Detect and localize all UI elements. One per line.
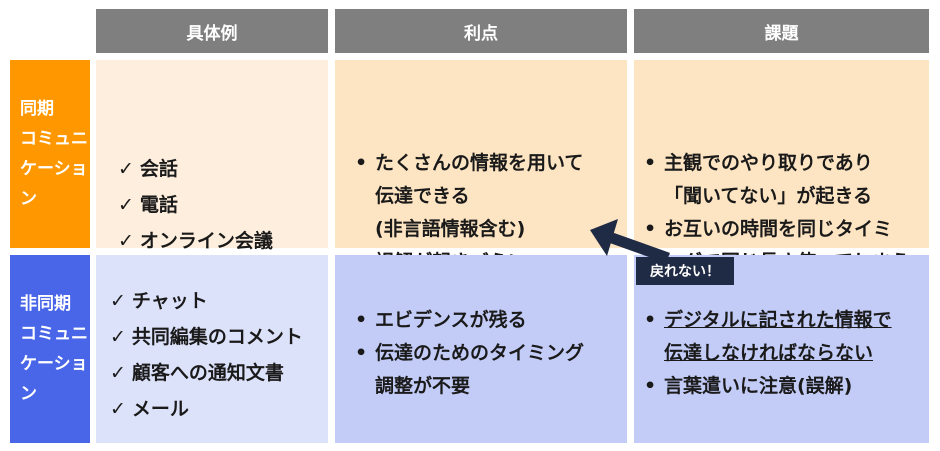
callout-cannot-go-back: 戻れない！ xyxy=(636,257,734,285)
async-advantages-cell: エビデンスが残る 伝達のためのタイミング 調整が不要 xyxy=(335,255,627,443)
advantage-line: 伝達できる xyxy=(375,185,470,207)
row-label-async-line: 非同期 xyxy=(20,294,71,314)
issue-line: 伝達しなければならない xyxy=(664,342,874,364)
advantage-line: エビデンスが残る xyxy=(375,309,527,331)
row-label-sync-line: 同期 xyxy=(20,99,54,119)
row-label-async-line: ケーション xyxy=(20,354,88,404)
header-issues: 課題 xyxy=(634,9,929,53)
issue-line: 「聞いてない」が起きる xyxy=(664,185,873,207)
advantage-item: 伝達のためのタイミング 調整が不要 xyxy=(353,337,627,403)
example-item: 共同編集のコメント xyxy=(110,319,328,355)
sync-examples-cell: 会話 電話 オンライン会議 xyxy=(96,60,328,252)
async-examples-cell: チャット 共同編集のコメント 顧客への通知文書 メール xyxy=(96,255,328,443)
advantage-line: たくさんの情報を用いて xyxy=(375,152,584,174)
header-advantages: 利点 xyxy=(335,9,627,53)
row-label-sync-line: コミュニ xyxy=(20,129,88,149)
advantage-line: (非言語情報含む) xyxy=(375,218,526,240)
issue-item: 主観でのやり取りであり 「聞いてない」が起きる xyxy=(642,147,929,213)
header-examples: 具体例 xyxy=(96,9,328,53)
issue-line: お互いの時間を同じタイミ xyxy=(664,218,893,240)
async-issues-cell: デジタルに記された情報で 伝達しなければならない 言葉遣いに注意(誤解) xyxy=(634,255,929,443)
advantage-line: 伝達のためのタイミング xyxy=(375,342,585,364)
advantage-item: たくさんの情報を用いて 伝達できる (非言語情報含む) xyxy=(353,147,627,246)
issue-item: デジタルに記された情報で 伝達しなければならない xyxy=(642,304,929,370)
example-item: 会話 xyxy=(118,151,328,187)
sync-advantages-cell: たくさんの情報を用いて 伝達できる (非言語情報含む) 誤解が起きづらい xyxy=(335,60,627,279)
row-label-async-line: コミュニ xyxy=(20,324,88,344)
issue-line: 言葉遣いに注意(誤解) xyxy=(664,375,853,397)
example-item: チャット xyxy=(110,283,328,319)
row-label-sync: 同期 コミュニ ケーション xyxy=(10,60,90,248)
example-item: 電話 xyxy=(118,187,328,223)
row-label-sync-line: ケーション xyxy=(20,159,88,209)
issue-line: 主観でのやり取りであり xyxy=(664,152,873,174)
issue-item: 言葉遣いに注意(誤解) xyxy=(642,370,929,403)
example-item: メール xyxy=(110,391,328,427)
example-item: 顧客への通知文書 xyxy=(110,355,328,391)
example-item: オンライン会議 xyxy=(118,223,328,259)
advantage-item: エビデンスが残る xyxy=(353,304,627,337)
issue-line: デジタルに記された情報で xyxy=(664,309,892,331)
advantage-line: 調整が不要 xyxy=(375,375,471,397)
row-label-async: 非同期 コミュニ ケーション xyxy=(10,255,90,443)
